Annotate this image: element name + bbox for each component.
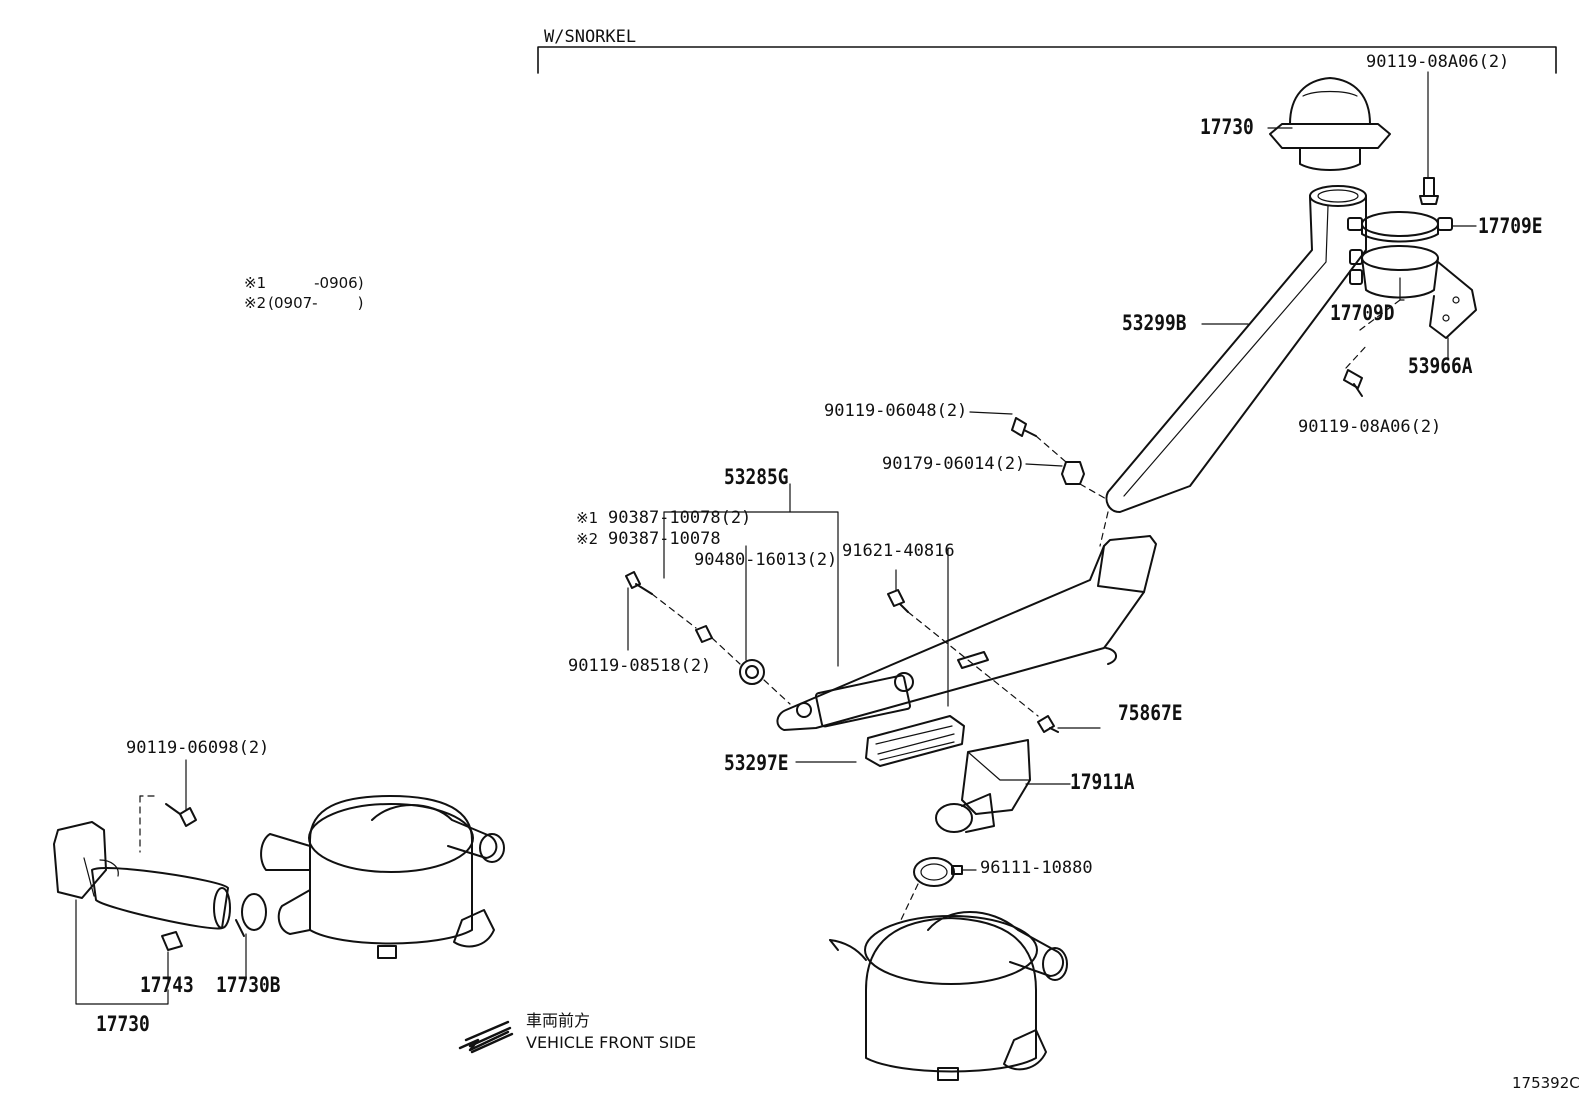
front-arrow-icon <box>458 1020 514 1054</box>
note-2-range-open: (0907- <box>268 294 318 312</box>
label-75867e: 75867E <box>1118 701 1183 725</box>
bolt-75867E <box>1037 715 1059 733</box>
label-17743: 17743 <box>140 973 194 997</box>
label-90179-06014: 90179-06014(2) <box>882 454 1026 474</box>
label-17709d: 17709D <box>1330 301 1395 325</box>
nut-06014 <box>1061 461 1085 485</box>
label-90119-08a06-top: 90119-08A06(2) <box>1366 52 1510 72</box>
label-53297e: 53297E <box>724 751 789 775</box>
clamp-upper-part <box>1347 211 1453 243</box>
label-96111-10880: 96111-10880 <box>980 858 1093 878</box>
air-cleaner-right <box>829 911 1068 1081</box>
label-90119-08a06-bottom: 90119-08A06(2) <box>1298 417 1442 437</box>
label-53299b: 53299B <box>1122 311 1187 335</box>
label-53285g: 53285G <box>724 465 789 489</box>
mark-1: ※1 <box>576 509 599 527</box>
label-90119-08518: 90119-08518(2) <box>568 656 712 676</box>
note-1: ※1 -0906) <box>244 274 364 292</box>
label-90119-06048: 90119-06048(2) <box>824 401 968 421</box>
snorkel-cap-part <box>1269 77 1391 171</box>
label-17730-bottom: 17730 <box>96 1012 150 1036</box>
clamp-17730B <box>235 893 267 937</box>
label-90119-06098: 90119-06098(2) <box>126 738 270 758</box>
vehicle-front-en: VEHICLE FRONT SIDE <box>526 1033 697 1052</box>
bolt-06098 <box>165 803 197 827</box>
hose-clamp-96111 <box>913 857 963 887</box>
note-1-range: -0906) <box>314 274 364 292</box>
duct-panel-part <box>865 715 965 767</box>
vehicle-front-jp: 車両前方 <box>526 1011 591 1030</box>
vehicle-front-note: 車両前方 VEHICLE FRONT SIDE <box>526 1010 696 1054</box>
label-17911a: 17911A <box>1070 770 1135 794</box>
bolt-91621 <box>887 589 909 613</box>
grommet-90480 <box>739 659 765 685</box>
label-17730-top: 17730 <box>1200 115 1254 139</box>
label-17709e: 17709E <box>1478 214 1543 238</box>
note-1-symbol: ※1 <box>244 274 267 292</box>
label-90480-16013: 90480-16013(2) <box>694 550 838 570</box>
label-91621-40816: 91621-40816 <box>842 541 955 561</box>
snorkel-tube-part <box>1105 185 1367 513</box>
mark-2: ※2 <box>576 530 599 548</box>
inlet-duct-left <box>53 821 231 930</box>
note-2-symbol: ※2 <box>244 294 267 312</box>
note-2-range-close: ) <box>357 294 364 312</box>
snorkel-frame-bracket <box>537 46 1557 74</box>
bolt-08518 <box>625 571 653 595</box>
snorkel-duct-part <box>776 535 1157 731</box>
bolt-small-top <box>1419 177 1439 205</box>
adapter-part <box>935 739 1031 833</box>
leader-lines <box>75 71 1477 1005</box>
label-53966a: 53966A <box>1408 354 1473 378</box>
air-cleaner-left <box>260 795 505 959</box>
label-17730b: 17730B <box>216 973 281 997</box>
frame-title: W/SNORKEL <box>544 27 637 47</box>
bolt-small-bottom <box>1343 369 1363 397</box>
label-90387-10078-2: 90387-10078(2) <box>608 508 752 528</box>
label-90387-10078: 90387-10078 <box>608 529 721 549</box>
document-number: 175392C <box>1512 1074 1580 1092</box>
note-2: ※2(0907-) <box>244 294 363 312</box>
assembly-dashed-lines <box>139 299 1401 923</box>
bolt-06048 <box>1011 417 1037 437</box>
clip-90387 <box>695 625 713 643</box>
sensor-17743 <box>161 931 183 951</box>
